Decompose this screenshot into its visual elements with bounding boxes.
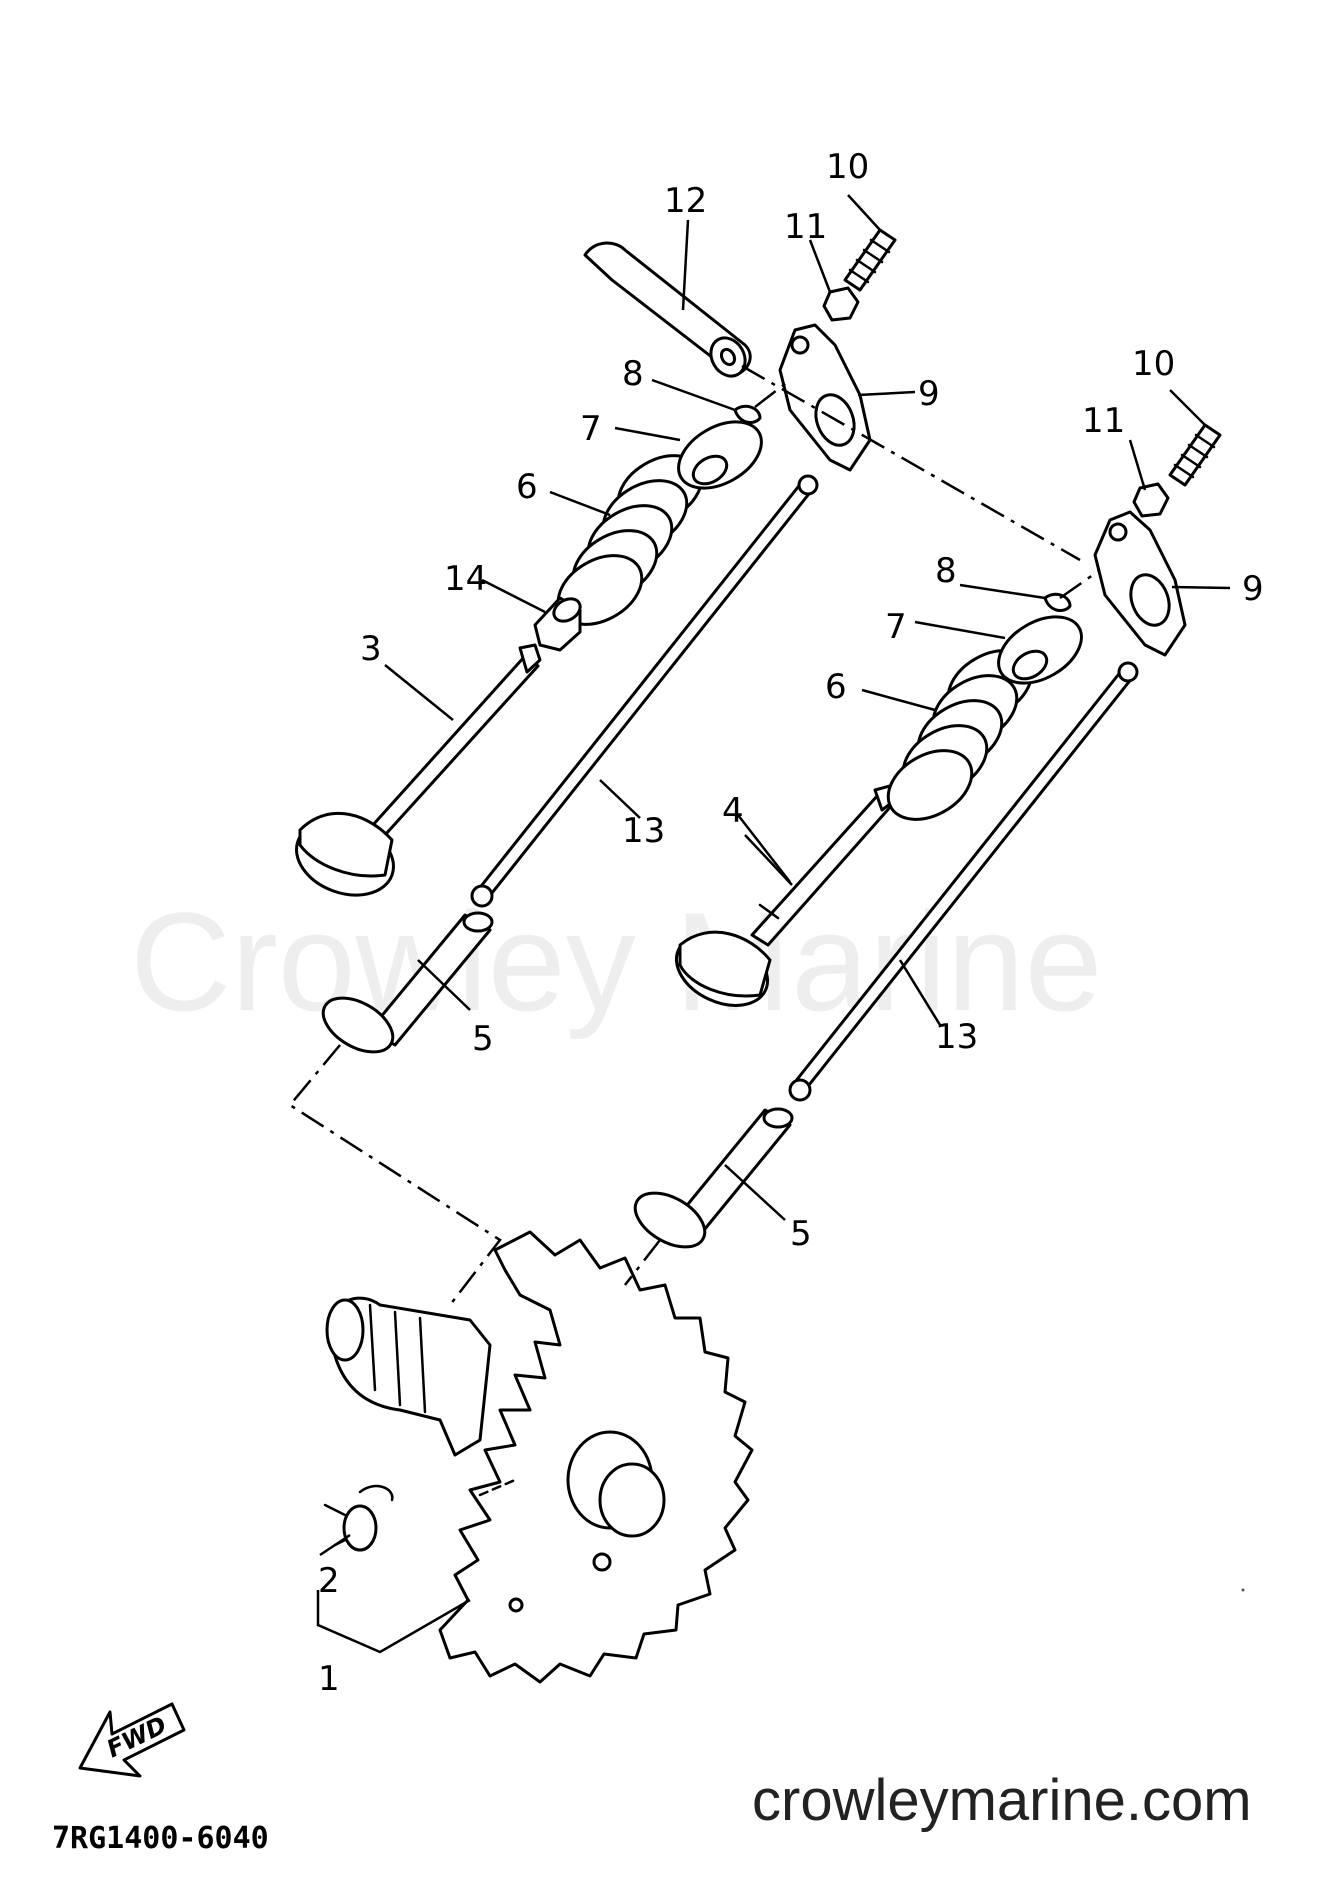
rocker-arm-9a: [778, 323, 872, 472]
fwd-label: FWD: [102, 1711, 171, 1764]
valve-spring-6a: [556, 454, 704, 626]
cotter-8a: [733, 404, 762, 424]
retainer-7b: [997, 615, 1083, 685]
callout-3: 3: [360, 629, 382, 669]
callout-9a: 9: [918, 374, 940, 414]
tappet-5b: [633, 1107, 794, 1249]
stray-dot: [1241, 1588, 1245, 1592]
cotter-8b: [1043, 592, 1072, 612]
callout-6b: 6: [825, 667, 847, 707]
rocker-shaft-12: [583, 241, 752, 378]
valve-4: [674, 784, 897, 1007]
callout-11b: 11: [1082, 401, 1125, 441]
callout-10a: 10: [826, 147, 869, 187]
callout-14: 14: [444, 559, 487, 599]
callout-11a: 11: [784, 207, 827, 247]
callout-10b: 10: [1132, 344, 1175, 384]
pin: [323, 1484, 394, 1552]
adjuster-screw-10b: [1168, 423, 1222, 487]
adjuster-screw-10a: [843, 228, 897, 292]
callout-8b: 8: [935, 551, 957, 591]
callout-12: 12: [664, 181, 707, 221]
callout-8a: 8: [622, 354, 644, 394]
centerline-tappet-a: [288, 1044, 502, 1306]
stem-seal-14: [533, 596, 582, 652]
callout-13b: 13: [935, 1017, 978, 1057]
callout-2: 2: [318, 1561, 340, 1601]
pushrod-13a: [470, 474, 819, 908]
retainer-7a: [677, 420, 763, 490]
centerline-tappet-b: [624, 1239, 661, 1286]
callout-5a: 5: [472, 1019, 494, 1059]
locknut-11b: [1132, 482, 1170, 518]
valve-3: [295, 643, 542, 897]
leader-lines: [316, 194, 1231, 1654]
part-number: 7RG1400-6040: [52, 1821, 269, 1856]
tappet-5a: [321, 911, 494, 1054]
website-url: crowleymarine.com: [752, 1768, 1252, 1833]
centerline-rocker-shaft: [741, 364, 1081, 562]
callout-6a: 6: [516, 467, 538, 507]
fwd-arrow-icon: FWD: [78, 1702, 186, 1778]
callout-5b: 5: [790, 1214, 812, 1254]
centerline-rocker-a: [754, 379, 791, 408]
callout-4: 4: [722, 791, 744, 831]
pushrod-13b: [788, 661, 1139, 1102]
camshaft-gear: [325, 1230, 754, 1684]
callout-7a: 7: [580, 409, 602, 449]
callout-13a: 13: [622, 811, 665, 851]
callout-1: 1: [318, 1659, 340, 1699]
callout-9b: 9: [1242, 569, 1264, 609]
rocker-arm-9b: [1093, 510, 1187, 657]
callout-7b: 7: [885, 607, 907, 647]
locknut-11a: [822, 286, 860, 322]
centerline-rocker-b: [1059, 568, 1101, 600]
